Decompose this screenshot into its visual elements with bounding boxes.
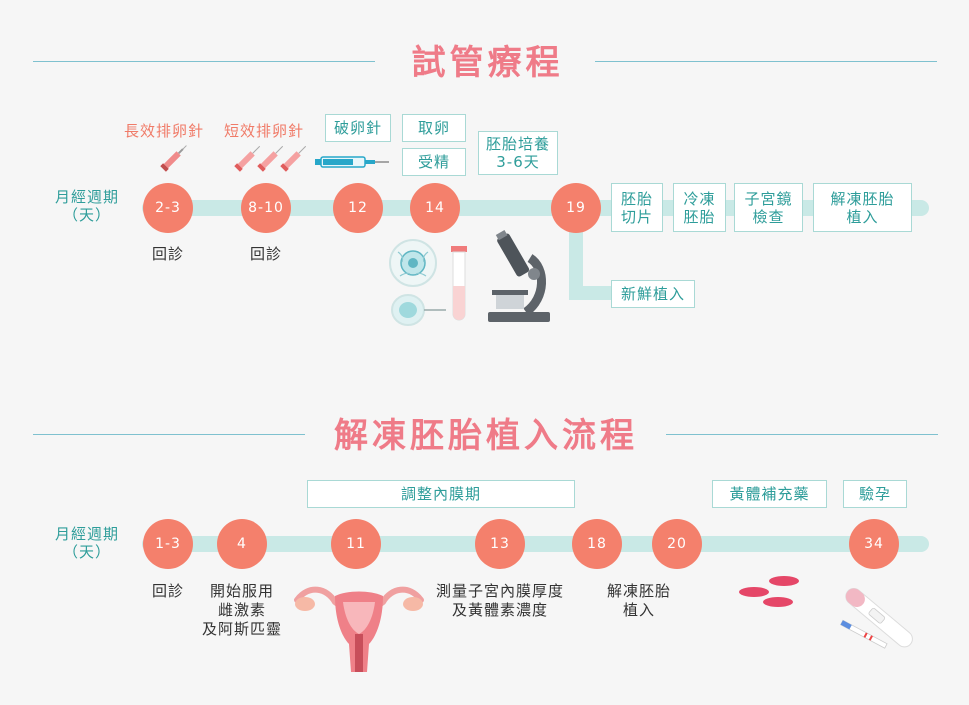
timeline-node-day-2-3: 2-3 (143, 183, 193, 233)
timeline-node-day-14: 14 (410, 183, 460, 233)
label-start-medication: 開始服用 雌激素 及阿斯匹靈 (201, 582, 282, 638)
box-pregnancy-test: 驗孕 (843, 480, 907, 508)
label-long-acting-injection: 長效排卵針 (124, 122, 205, 140)
title-rule-left (33, 434, 305, 435)
box-luteal-support: 黃體補充藥 (712, 480, 827, 508)
embryo-icon (391, 294, 446, 326)
syringe-icon (257, 145, 284, 172)
label-visit-2: 回診 (249, 245, 282, 263)
syringe-icon (160, 145, 187, 172)
timeline-node-day-34: 34 (849, 519, 899, 569)
embryo-icon (389, 239, 437, 287)
box-egg-retrieval: 取卵 (402, 114, 466, 142)
timeline-node-day-12: 12 (333, 183, 383, 233)
uterus-icon (294, 586, 424, 672)
syringe-icon (234, 145, 261, 172)
timeline-node-day-19: 19 (551, 183, 601, 233)
box-hysteroscopy: 子宮鏡 檢查 (734, 183, 803, 232)
syringe-icon (280, 145, 307, 172)
label-short-acting-injection: 短效排卵針 (224, 122, 305, 140)
axis-label-cycle: 月經週期 （天） (54, 188, 119, 224)
box-trigger-shot: 破卵針 (325, 114, 391, 142)
box-fresh-transfer: 新鮮植入 (611, 280, 695, 308)
label-visit: 回診 (151, 582, 184, 600)
timeline-node-day-1-3: 1-3 (143, 519, 193, 569)
box-endometrium-phase: 調整內膜期 (307, 480, 575, 508)
axis-label-cycle: 月經週期 （天） (54, 525, 119, 561)
label-thaw-transfer: 解凍胚胎 植入 (606, 582, 671, 619)
box-thaw-transfer: 解凍胚胎 植入 (813, 183, 912, 232)
title-rule-left (33, 61, 375, 62)
timeline-node-day-8-10: 8-10 (241, 183, 291, 233)
section-title-frozen-transfer: 解凍胚胎植入流程 (334, 416, 638, 456)
timeline-node-day-11: 11 (331, 519, 381, 569)
box-fertilization: 受精 (402, 148, 466, 176)
test-tube-icon (451, 246, 467, 321)
box-freeze-embryo: 冷凍 胚胎 (673, 183, 726, 232)
title-rule-right (595, 61, 937, 62)
label-visit-1: 回診 (151, 245, 184, 263)
timeline-node-day-20: 20 (652, 519, 702, 569)
syringe-icon (315, 156, 389, 168)
timeline-node-day-13: 13 (475, 519, 525, 569)
microscope-icon (488, 230, 550, 322)
pills-icon (739, 576, 799, 607)
pregnancy-test-icon (840, 587, 913, 649)
branch-track-horizontal (569, 286, 619, 300)
box-embryo-biopsy: 胚胎 切片 (611, 183, 663, 232)
timeline-node-day-4: 4 (217, 519, 267, 569)
section-title-ivf: 試管療程 (411, 43, 564, 83)
title-rule-right (666, 434, 938, 435)
label-measure-endometrium: 測量子宮內膜厚度 及黃體素濃度 (435, 582, 564, 619)
timeline-node-day-18: 18 (572, 519, 622, 569)
box-embryo-culture: 胚胎培養 3-6天 (478, 131, 558, 175)
